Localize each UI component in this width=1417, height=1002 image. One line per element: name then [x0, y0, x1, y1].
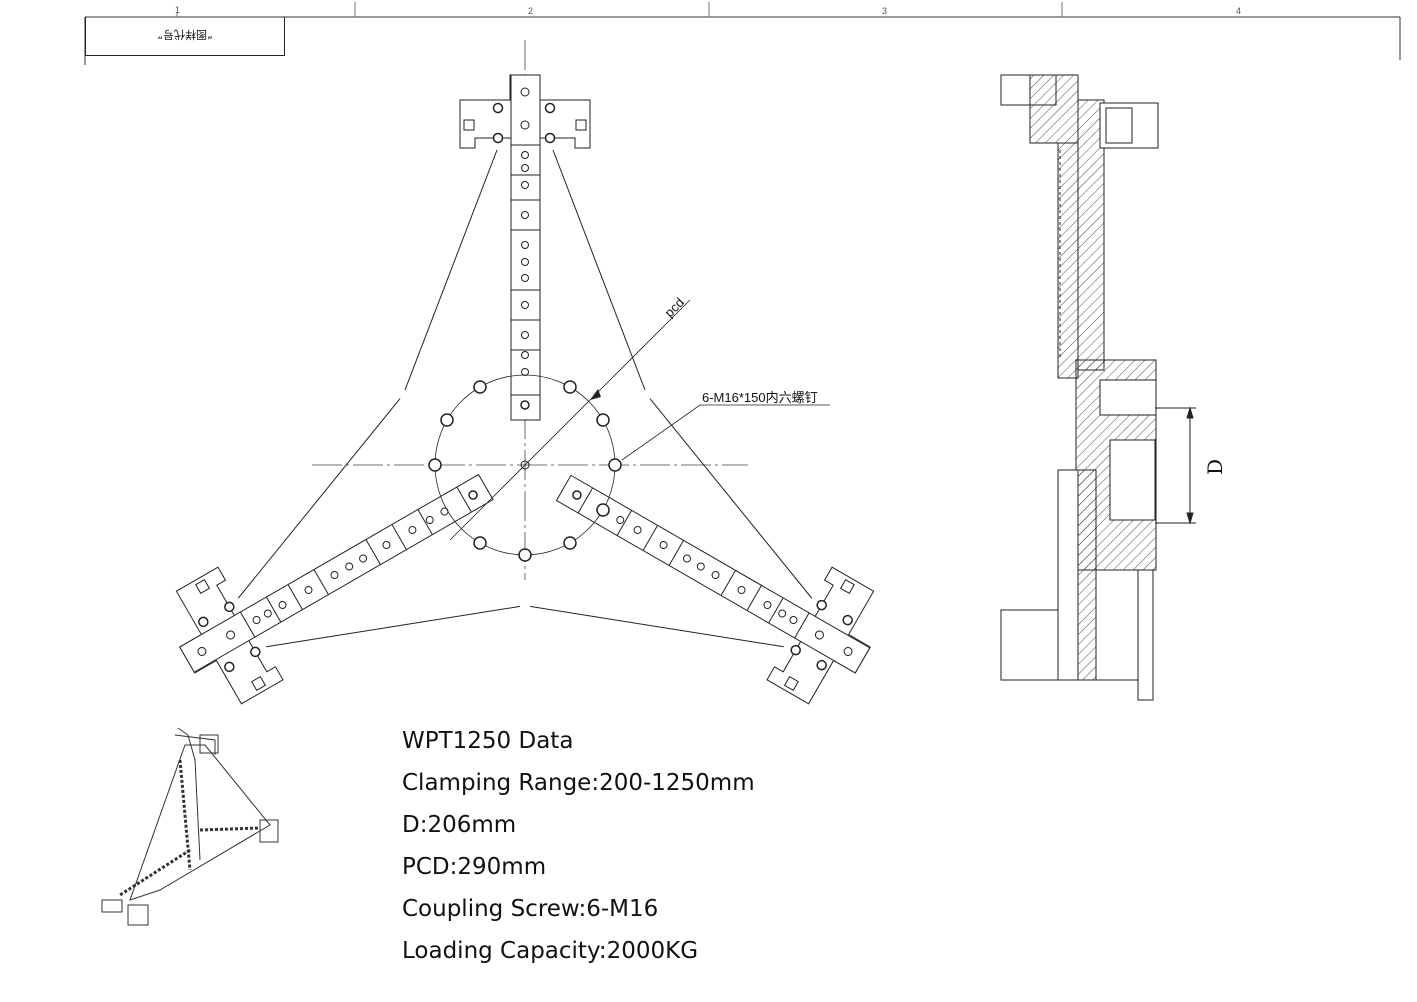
zone-label: 4 [1236, 6, 1241, 16]
bolt-holes [428, 380, 622, 562]
side-view: D [1000, 74, 1227, 701]
title-block: “图样代号” [85, 17, 285, 56]
chuck-arm [404, 74, 646, 421]
specs-panel: WPT1250 Data Clamping Range:200-1250mm D… [402, 720, 755, 972]
zone-label: 3 [882, 6, 887, 16]
zone-label: 2 [528, 6, 533, 16]
isometric-view [101, 727, 279, 926]
pcd-label: pcd [662, 295, 687, 320]
chuck-arm [503, 382, 924, 765]
spec-d: D:206mm [402, 812, 517, 838]
title-block-label: “图样代号” [157, 28, 213, 41]
spec-clamping-range: Clamping Range:200-1250mm [402, 770, 755, 796]
screw-note: 6-M16*150内六螺钉 [702, 390, 818, 405]
spec-coupling-screw: Coupling Screw:6-M16 [402, 896, 659, 922]
spec-pcd: PCD:290mm [402, 854, 547, 880]
zone-label: 1 [175, 5, 180, 15]
chuck-arm [126, 382, 547, 765]
dimension-d-label: D [1203, 459, 1227, 475]
front-view: pcd 6-M16*150内六螺钉 [126, 40, 924, 765]
spec-loading-capacity: Loading Capacity:2000KG [402, 938, 699, 964]
specs-title: WPT1250 Data [402, 728, 574, 754]
